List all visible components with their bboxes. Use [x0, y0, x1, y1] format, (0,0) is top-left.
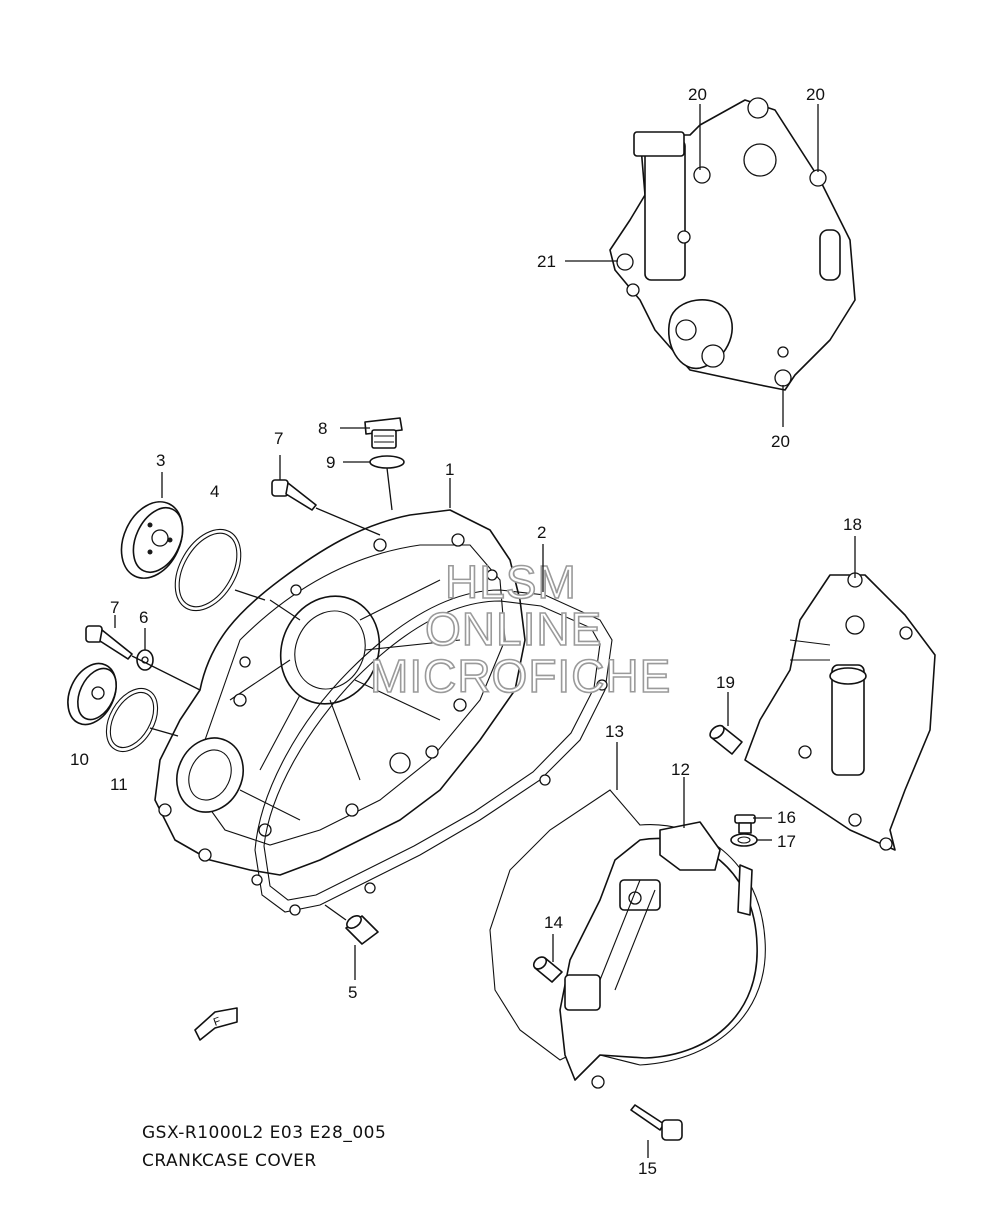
forward-direction-arrow: F — [194, 1007, 238, 1041]
o-ring-part-4 — [174, 528, 242, 612]
callouts: 1 2 3 4 5 6 7 7 8 9 10 11 12 13 14 15 16… — [70, 85, 862, 1178]
callout-19: 19 — [716, 673, 735, 692]
callout-12: 12 — [671, 760, 690, 779]
o-ring-part-9 — [369, 455, 405, 469]
diagram-code: GSX-R1000L2 E03 E28_005 — [142, 1123, 387, 1143]
plug-part-3 — [120, 501, 184, 579]
bolt-part-15 — [630, 1104, 683, 1141]
callout-7-upper: 7 — [274, 429, 283, 448]
cover-part-12 — [559, 821, 758, 1089]
callout-1: 1 — [445, 460, 454, 479]
callout-20-top-right: 20 — [806, 85, 825, 104]
callout-3: 3 — [156, 451, 165, 470]
callout-8: 8 — [318, 419, 327, 438]
plug-part-10 — [67, 662, 117, 726]
leader-lines — [114, 104, 856, 1158]
diagram-title: CRANKCASE COVER — [142, 1151, 317, 1171]
dowel-pin-part-5 — [345, 915, 379, 945]
callout-16: 16 — [777, 808, 796, 827]
callout-6: 6 — [139, 608, 148, 627]
callout-20-bottom: 20 — [771, 432, 790, 451]
callout-7-lower: 7 — [110, 598, 119, 617]
watermark: HLSM ONLINE MICROFICHE — [369, 555, 671, 703]
gasket-part-2 — [251, 589, 613, 916]
plug-part-16 — [734, 814, 756, 834]
callout-10: 10 — [70, 750, 89, 769]
callout-15: 15 — [638, 1159, 657, 1178]
forward-direction-label: F — [212, 1015, 223, 1029]
callout-11: 11 — [110, 775, 128, 794]
dowel-pin-part-19 — [709, 724, 743, 755]
callout-13: 13 — [605, 722, 624, 741]
callout-9: 9 — [326, 453, 335, 472]
watermark-line-3: MICROFICHE — [370, 650, 671, 702]
crankcase-cover-part-1 — [154, 509, 526, 876]
callout-20-top-left: 20 — [688, 85, 707, 104]
callout-4: 4 — [210, 482, 219, 501]
dowel-pin-part-14 — [532, 956, 563, 983]
watermark-line-1: HLSM — [445, 556, 577, 608]
callout-5: 5 — [348, 983, 357, 1002]
bracket-part-21 — [609, 97, 856, 391]
bolt-part-7-lower — [85, 625, 133, 660]
callout-17: 17 — [777, 832, 796, 851]
callout-14: 14 — [544, 913, 563, 932]
cover-part-18 — [744, 572, 936, 851]
callout-18: 18 — [843, 515, 862, 534]
callout-2: 2 — [537, 523, 546, 542]
bolt-part-7-upper — [271, 479, 317, 511]
watermark-line-2: ONLINE — [425, 603, 602, 655]
callout-21: 21 — [537, 252, 556, 271]
gasket-part-17 — [730, 833, 758, 847]
o-ring-part-11 — [105, 688, 159, 752]
filler-cap-part-8 — [364, 417, 403, 449]
